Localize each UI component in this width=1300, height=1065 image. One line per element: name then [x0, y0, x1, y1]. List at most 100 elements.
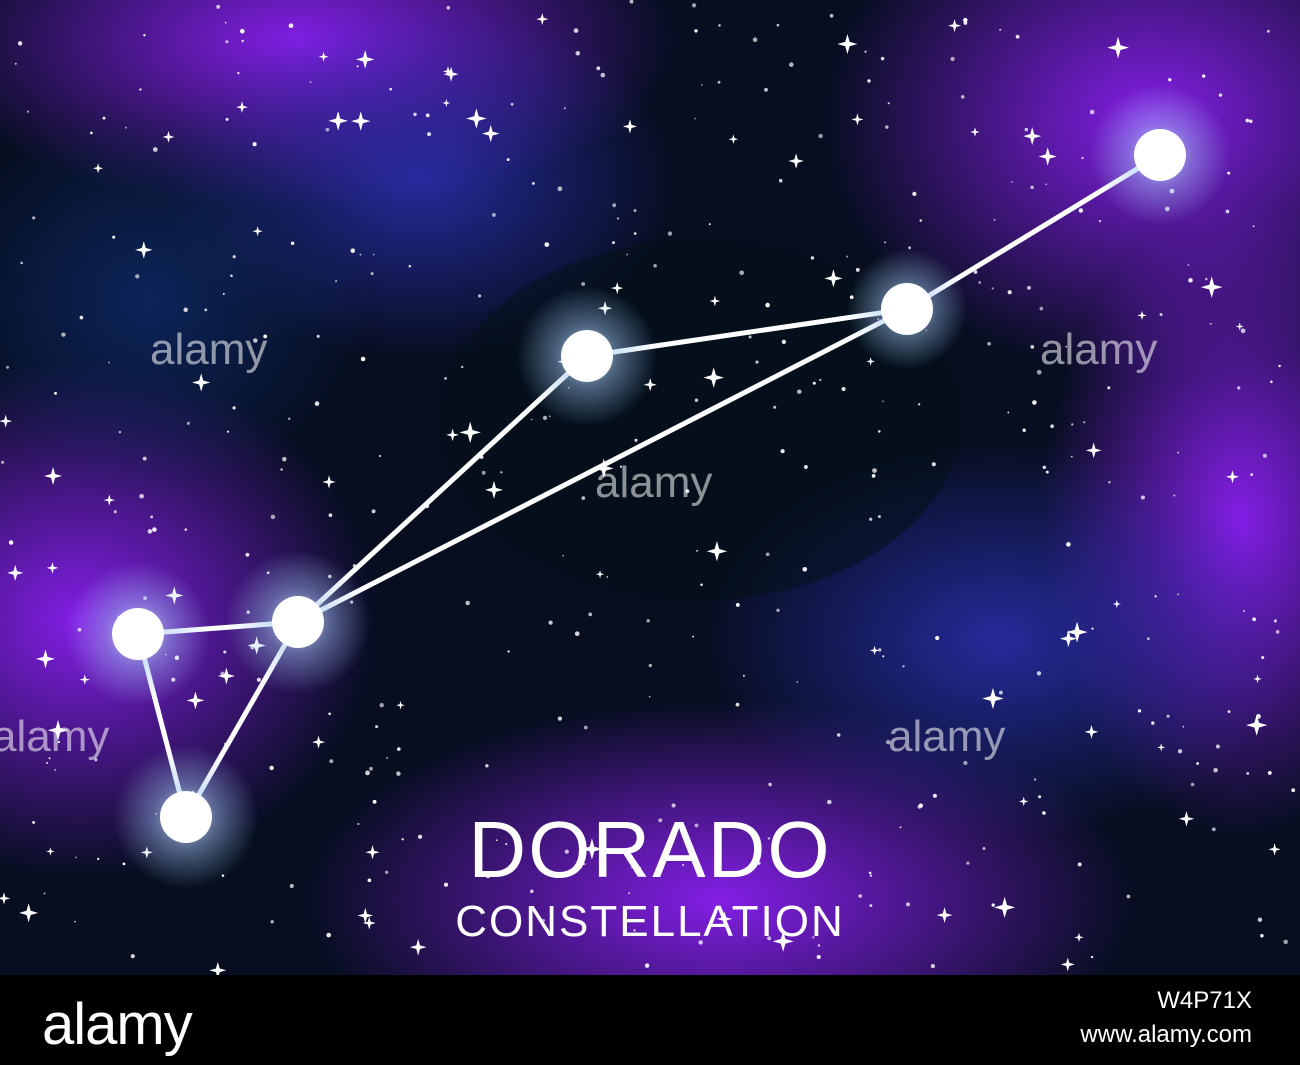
star-gamma	[561, 330, 613, 382]
small-star	[1154, 595, 1157, 598]
small-star	[1098, 220, 1102, 223]
small-star	[1211, 827, 1216, 832]
small-star	[1027, 285, 1031, 290]
small-star	[694, 823, 699, 828]
small-star	[43, 892, 46, 895]
small-star	[542, 415, 548, 421]
small-star	[1262, 453, 1267, 458]
small-star	[600, 72, 606, 78]
small-star	[869, 874, 873, 877]
small-star	[991, 903, 995, 907]
small-star	[135, 274, 140, 279]
small-star	[1243, 610, 1246, 612]
small-star	[224, 21, 227, 24]
small-star	[253, 338, 258, 343]
sparkle-star	[947, 19, 962, 33]
small-star	[1045, 470, 1049, 474]
small-star	[500, 471, 503, 474]
small-star	[1173, 494, 1176, 497]
small-star	[648, 663, 652, 668]
sparkle-star	[485, 480, 503, 499]
small-star	[698, 940, 703, 945]
small-star	[748, 335, 752, 339]
sparkle-star	[409, 938, 427, 956]
small-star	[204, 308, 208, 312]
small-star	[481, 470, 486, 475]
small-star	[931, 462, 936, 467]
small-star	[245, 552, 250, 557]
small-star	[329, 759, 334, 764]
small-star	[742, 674, 745, 677]
small-star	[708, 223, 711, 226]
small-star	[365, 770, 370, 776]
small-star	[802, 566, 808, 572]
sparkle-star	[1112, 599, 1121, 609]
small-star	[1011, 181, 1013, 183]
small-star	[735, 702, 740, 707]
small-star	[912, 191, 917, 197]
small-star	[872, 468, 877, 473]
sparkle-star	[1268, 843, 1281, 856]
small-star	[396, 771, 401, 776]
sparkle-star	[788, 153, 804, 169]
sparkle-star	[209, 961, 227, 975]
small-star	[633, 232, 637, 235]
small-star	[370, 272, 374, 276]
watermark-4: alamy	[0, 712, 110, 761]
small-star	[803, 465, 808, 469]
star-delta	[272, 596, 324, 648]
small-star	[982, 847, 986, 850]
small-star	[1083, 421, 1086, 424]
small-star	[1077, 862, 1082, 867]
small-star	[626, 253, 628, 256]
small-star	[20, 261, 24, 265]
small-star	[908, 246, 912, 250]
small-star	[1252, 225, 1255, 228]
small-star	[150, 515, 154, 519]
small-star	[506, 158, 510, 162]
small-star	[290, 241, 295, 246]
small-star	[1042, 811, 1046, 815]
small-star	[781, 339, 787, 345]
sparkle-star	[135, 241, 153, 259]
small-star	[752, 37, 758, 43]
small-star	[978, 281, 982, 284]
small-star	[999, 28, 1002, 31]
small-star	[1050, 424, 1054, 429]
small-star	[288, 417, 291, 420]
small-star	[1182, 725, 1185, 728]
small-star	[8, 540, 14, 545]
small-star	[142, 456, 147, 461]
watermark-3: alamy	[595, 458, 713, 507]
small-star	[1030, 185, 1034, 190]
small-star	[718, 24, 721, 27]
image-id: W4P71X	[1157, 987, 1252, 1014]
sparkle-star	[581, 838, 603, 860]
sparkle-star	[0, 892, 11, 905]
small-star	[485, 874, 491, 879]
small-star	[75, 856, 77, 859]
small-star	[314, 401, 320, 406]
small-star	[32, 820, 36, 824]
small-star	[817, 944, 821, 947]
small-star	[74, 920, 76, 923]
sparkle-star	[1178, 811, 1195, 827]
small-star	[335, 280, 338, 283]
small-star	[1007, 411, 1010, 414]
sparkle-star	[93, 163, 104, 174]
small-star	[932, 793, 938, 798]
small-star	[1038, 795, 1042, 799]
small-star	[819, 378, 822, 382]
small-star	[588, 612, 593, 617]
small-star	[505, 842, 508, 846]
sparkle-star	[19, 903, 39, 923]
sparkle-star	[482, 124, 500, 143]
small-star	[1209, 322, 1212, 325]
nebula-blue-3	[0, 100, 370, 500]
sparkle-star	[1225, 470, 1240, 484]
small-star	[667, 231, 673, 236]
star-beta	[881, 283, 933, 335]
small-star	[628, 892, 631, 895]
small-star	[991, 287, 994, 290]
small-star	[796, 681, 799, 683]
